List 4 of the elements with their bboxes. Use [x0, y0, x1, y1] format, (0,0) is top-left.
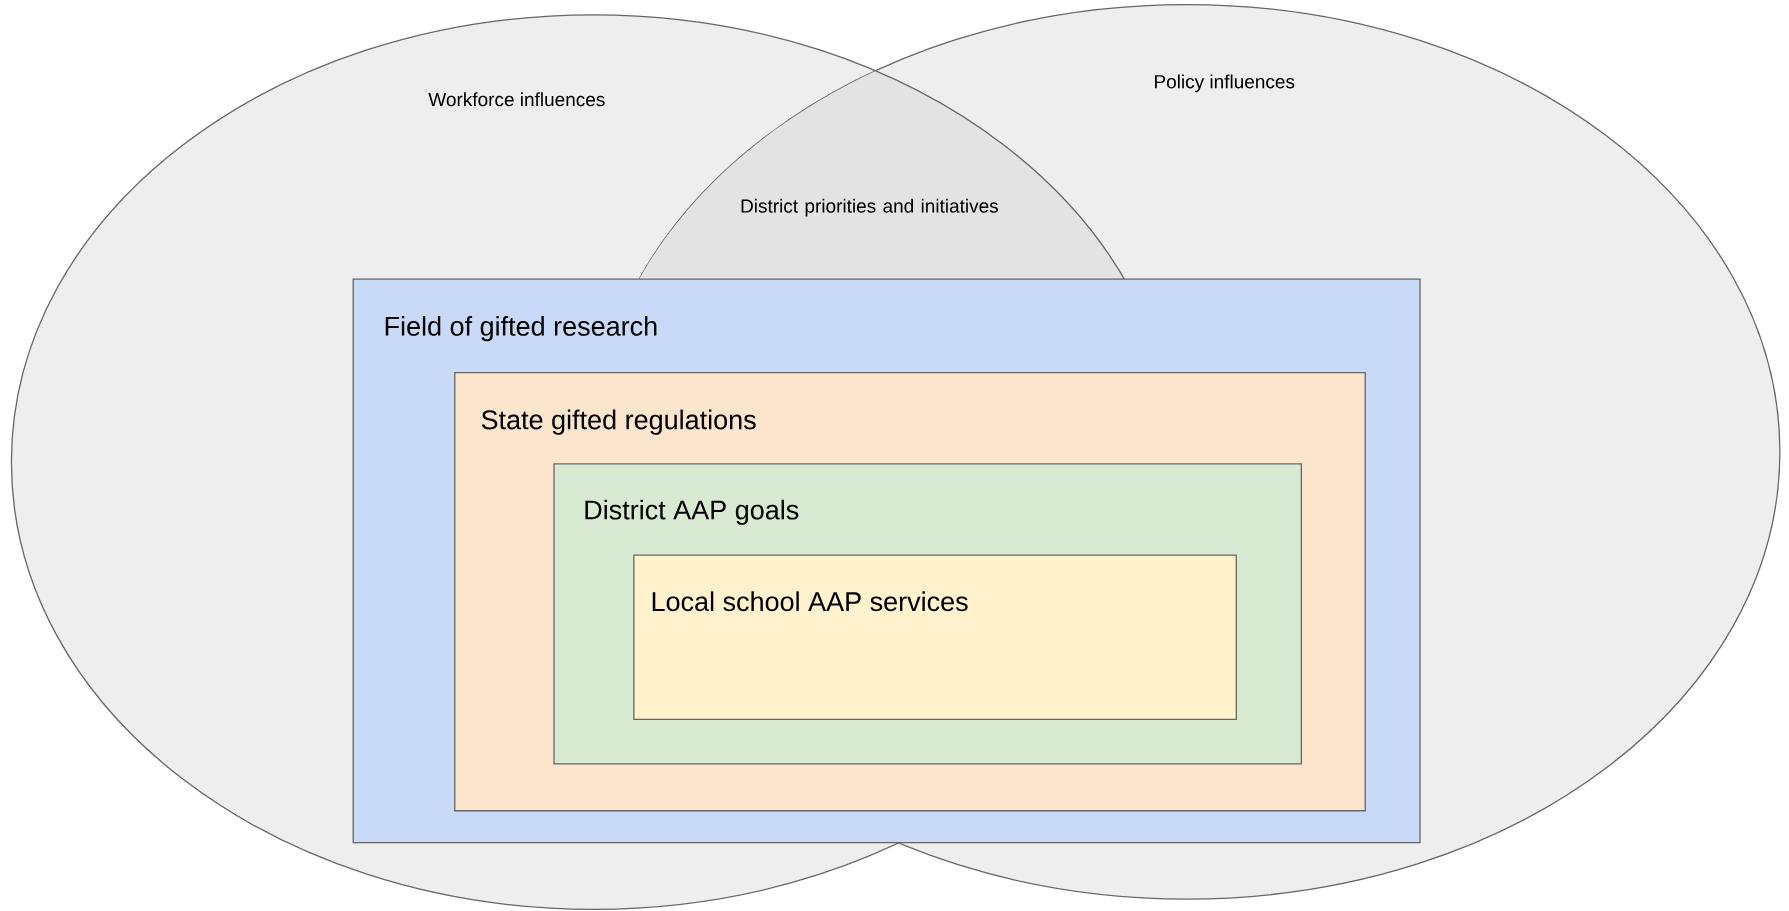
- ellipse-label: Policy influences: [1155, 74, 1295, 93]
- overlap-label: District priorities and initiatives: [741, 198, 998, 217]
- nested-box: Local school AAP services: [633, 554, 1237, 721]
- ellipse-label: Workforce influences: [428, 92, 605, 107]
